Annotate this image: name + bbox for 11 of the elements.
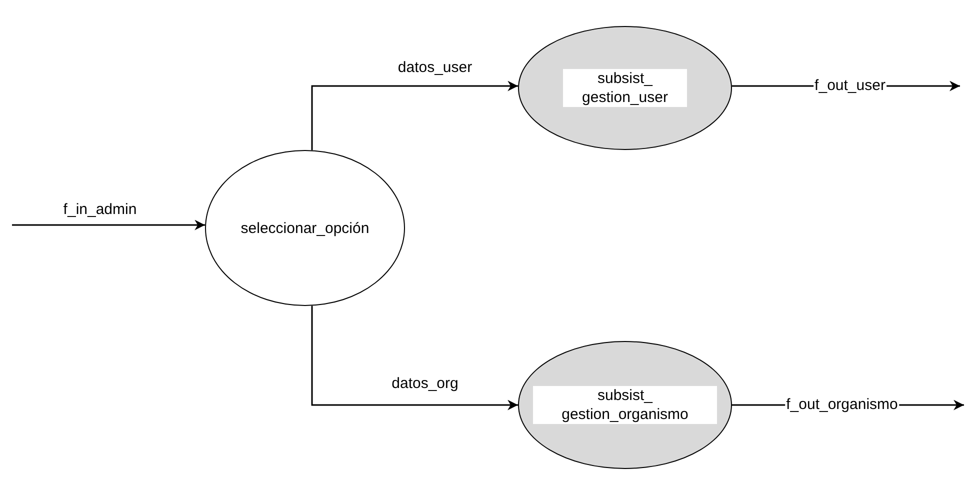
flow-arrow (311, 80, 518, 150)
process-label: subsist_ gestion_user (563, 69, 687, 107)
edge-label: f_out_user (814, 77, 886, 95)
flow-arrow (12, 220, 206, 230)
process-label: subsist_ gestion_organismo (533, 386, 717, 424)
edge-label: datos_org (390, 375, 460, 393)
process-label: seleccionar_opción (240, 218, 370, 238)
flow-arrow (311, 306, 518, 410)
edge-label: f_out_organismo (785, 396, 899, 414)
edge-label: datos_user (396, 59, 474, 77)
edge-label: f_in_admin (62, 201, 138, 219)
